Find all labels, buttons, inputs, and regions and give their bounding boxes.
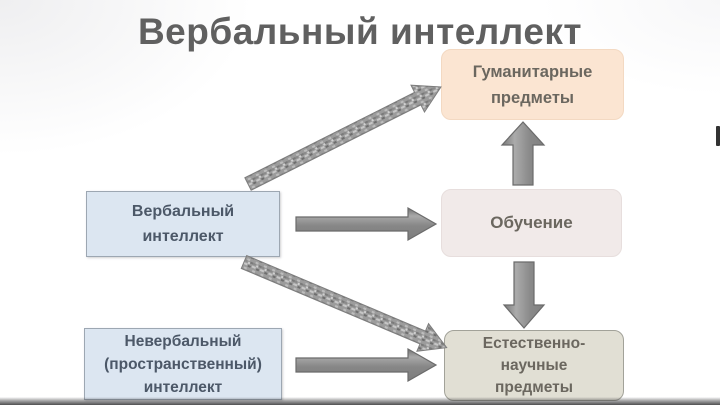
arrow-verbal-to-humanities [244, 84, 442, 191]
right-edge-artifact [716, 126, 720, 146]
box-learning-label: Обучение [490, 213, 573, 232]
box-science-subjects: Естественно- научные предметы [444, 330, 624, 401]
box-verbal-intelligence: Вербальный интеллект [86, 191, 280, 257]
box-verbal-intelligence-label: Вербальный интеллект [131, 203, 235, 245]
arrow-learning-to-humanities [500, 121, 546, 186]
box-nonverbal-intelligence-label: Невербальный (пространственный) интеллек… [104, 332, 262, 396]
arrow-nonverbal-to-science [295, 347, 438, 383]
box-nonverbal-intelligence: Невербальный (пространственный) интеллек… [84, 328, 282, 400]
box-learning: Обучение [441, 189, 622, 257]
box-humanities-subjects: Гуманитарные предметы [441, 49, 624, 120]
slide-title: Вербальный интеллект [137, 10, 583, 52]
box-science-subjects-label: Естественно- научные предметы [482, 334, 586, 396]
box-humanities-subjects-label: Гуманитарные предметы [472, 62, 593, 107]
arrow-learning-to-science [502, 261, 546, 329]
arrow-verbal-to-learning [295, 206, 438, 242]
